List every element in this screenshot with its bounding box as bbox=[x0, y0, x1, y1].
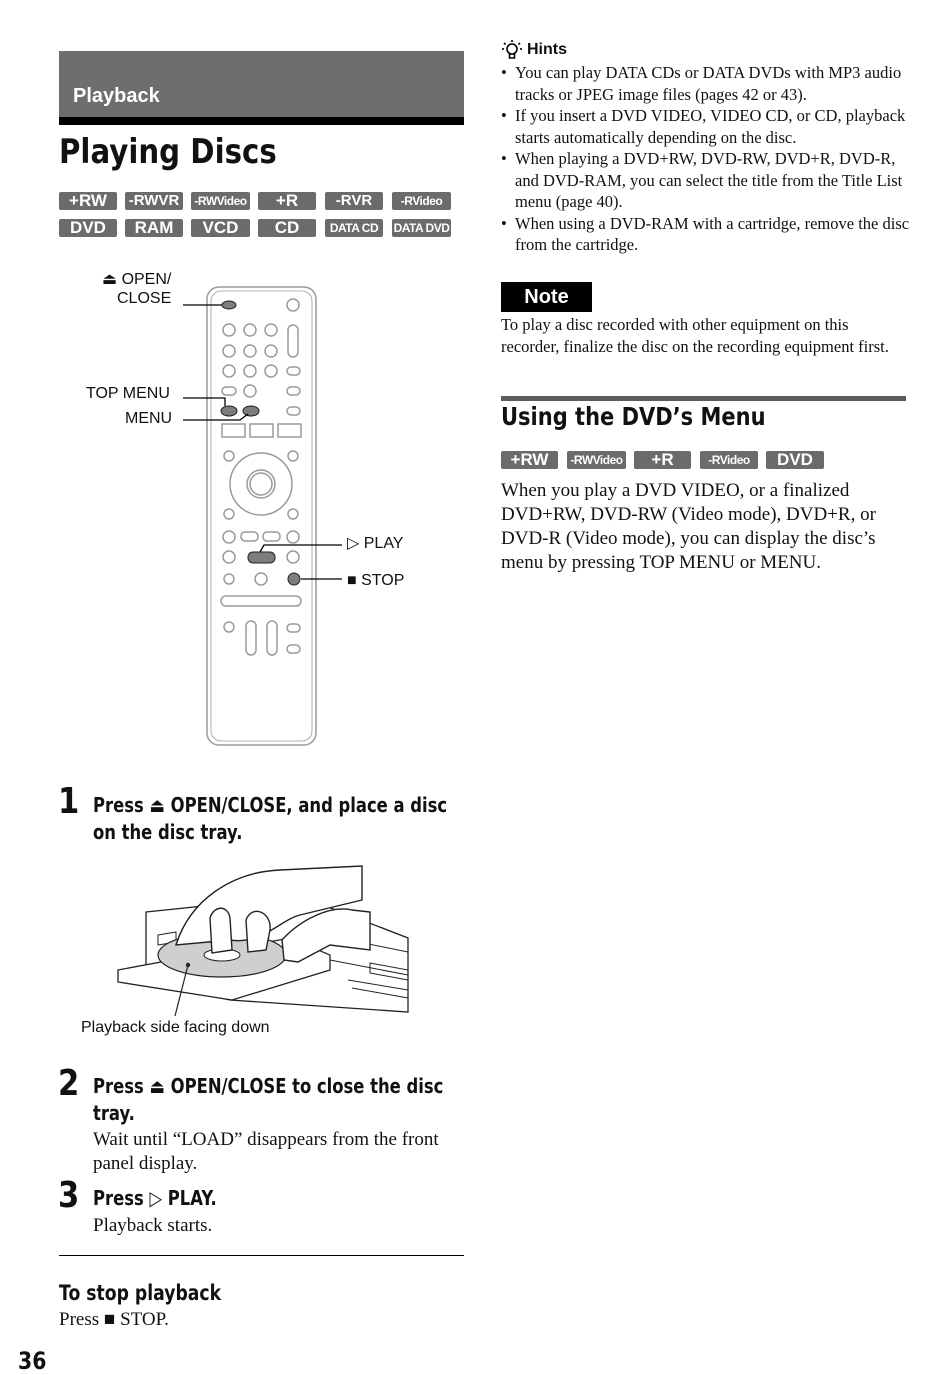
step-2-number: 2 bbox=[58, 1063, 80, 1104]
badge-plus-rw: +RW bbox=[59, 192, 117, 210]
badge-ram: RAM bbox=[125, 219, 183, 237]
page-number: 36 bbox=[18, 1347, 47, 1375]
lightbulb-icon bbox=[502, 40, 522, 59]
open-close-callout-line2: CLOSE bbox=[117, 290, 172, 307]
badge-vcd: VCD bbox=[191, 219, 250, 237]
hints-title: Hints bbox=[527, 41, 567, 58]
dvd-menu-text: When you play a DVD VIDEO, or a finalize… bbox=[501, 480, 876, 573]
badge-minus-rw-video: -RWVideo bbox=[567, 451, 626, 469]
tray-caption: Playback side facing down bbox=[81, 1019, 270, 1036]
step-2-heading: Press ⏏ OPEN/CLOSE to close the disc tra… bbox=[93, 1074, 444, 1125]
section-label: Playback bbox=[73, 85, 160, 107]
badge-minus-rw-video: -RWVideo bbox=[191, 192, 250, 210]
stop-callout: ■ STOP bbox=[347, 572, 405, 589]
note-badge: Note bbox=[501, 282, 592, 312]
step-3-number: 3 bbox=[58, 1175, 80, 1216]
badge-data-dvd: DATA DVD bbox=[392, 219, 451, 237]
badge-dvd: DVD bbox=[59, 219, 117, 237]
badge-cd: CD bbox=[258, 219, 316, 237]
step-1-number: 1 bbox=[58, 781, 80, 822]
hint-item: You can play DATA CDs or DATA DVDs with … bbox=[500, 62, 910, 105]
badge-minus-r-video: -RVideo bbox=[392, 192, 451, 210]
step-3-text: Playback starts. bbox=[93, 1215, 213, 1236]
note-text: To play a disc recorded with other equip… bbox=[501, 315, 889, 356]
badge-minus-r-video: -RVideo bbox=[700, 451, 758, 469]
badge-plus-rw: +RW bbox=[501, 451, 558, 469]
badge-dvd: DVD bbox=[766, 451, 824, 469]
top-menu-callout: TOP MENU bbox=[86, 385, 170, 402]
step-1-heading: Press ⏏ OPEN/CLOSE, and place a disc on … bbox=[93, 793, 448, 844]
badge-data-cd: DATA CD bbox=[325, 219, 383, 237]
page-title: Playing Discs bbox=[59, 132, 277, 172]
dvd-menu-rule bbox=[501, 396, 906, 401]
step-3-heading: Press ▷ PLAY. bbox=[93, 1186, 217, 1210]
section-rule bbox=[59, 117, 464, 125]
hint-item: When using a DVD-RAM with a cartridge, r… bbox=[500, 213, 910, 256]
stop-playback-title: To stop playback bbox=[59, 1281, 222, 1305]
hint-item: If you insert a DVD VIDEO, VIDEO CD, or … bbox=[500, 105, 910, 148]
section-band: Playback bbox=[59, 51, 464, 117]
hint-item: When playing a DVD+RW, DVD-RW, DVD+R, DV… bbox=[500, 148, 910, 213]
badge-plus-r: +R bbox=[634, 451, 691, 469]
badge-minus-rw-vr: -RWVR bbox=[125, 192, 183, 210]
bottom-rule bbox=[59, 1255, 464, 1256]
play-callout: ▷ PLAY bbox=[347, 535, 404, 552]
dvd-menu-title: Using the DVD’s Menu bbox=[501, 402, 766, 431]
stop-playback-text: Press ■ STOP. bbox=[59, 1309, 169, 1330]
badge-minus-r-vr: -RVR bbox=[325, 192, 383, 210]
menu-callout: MENU bbox=[125, 410, 173, 427]
open-close-callout-line1: ⏏ OPEN/ bbox=[102, 271, 172, 288]
badge-plus-r: +R bbox=[258, 192, 316, 210]
hints-list: You can play DATA CDs or DATA DVDs with … bbox=[500, 62, 910, 256]
step-2-text: Wait until “LOAD” disappears from the fr… bbox=[93, 1129, 439, 1174]
